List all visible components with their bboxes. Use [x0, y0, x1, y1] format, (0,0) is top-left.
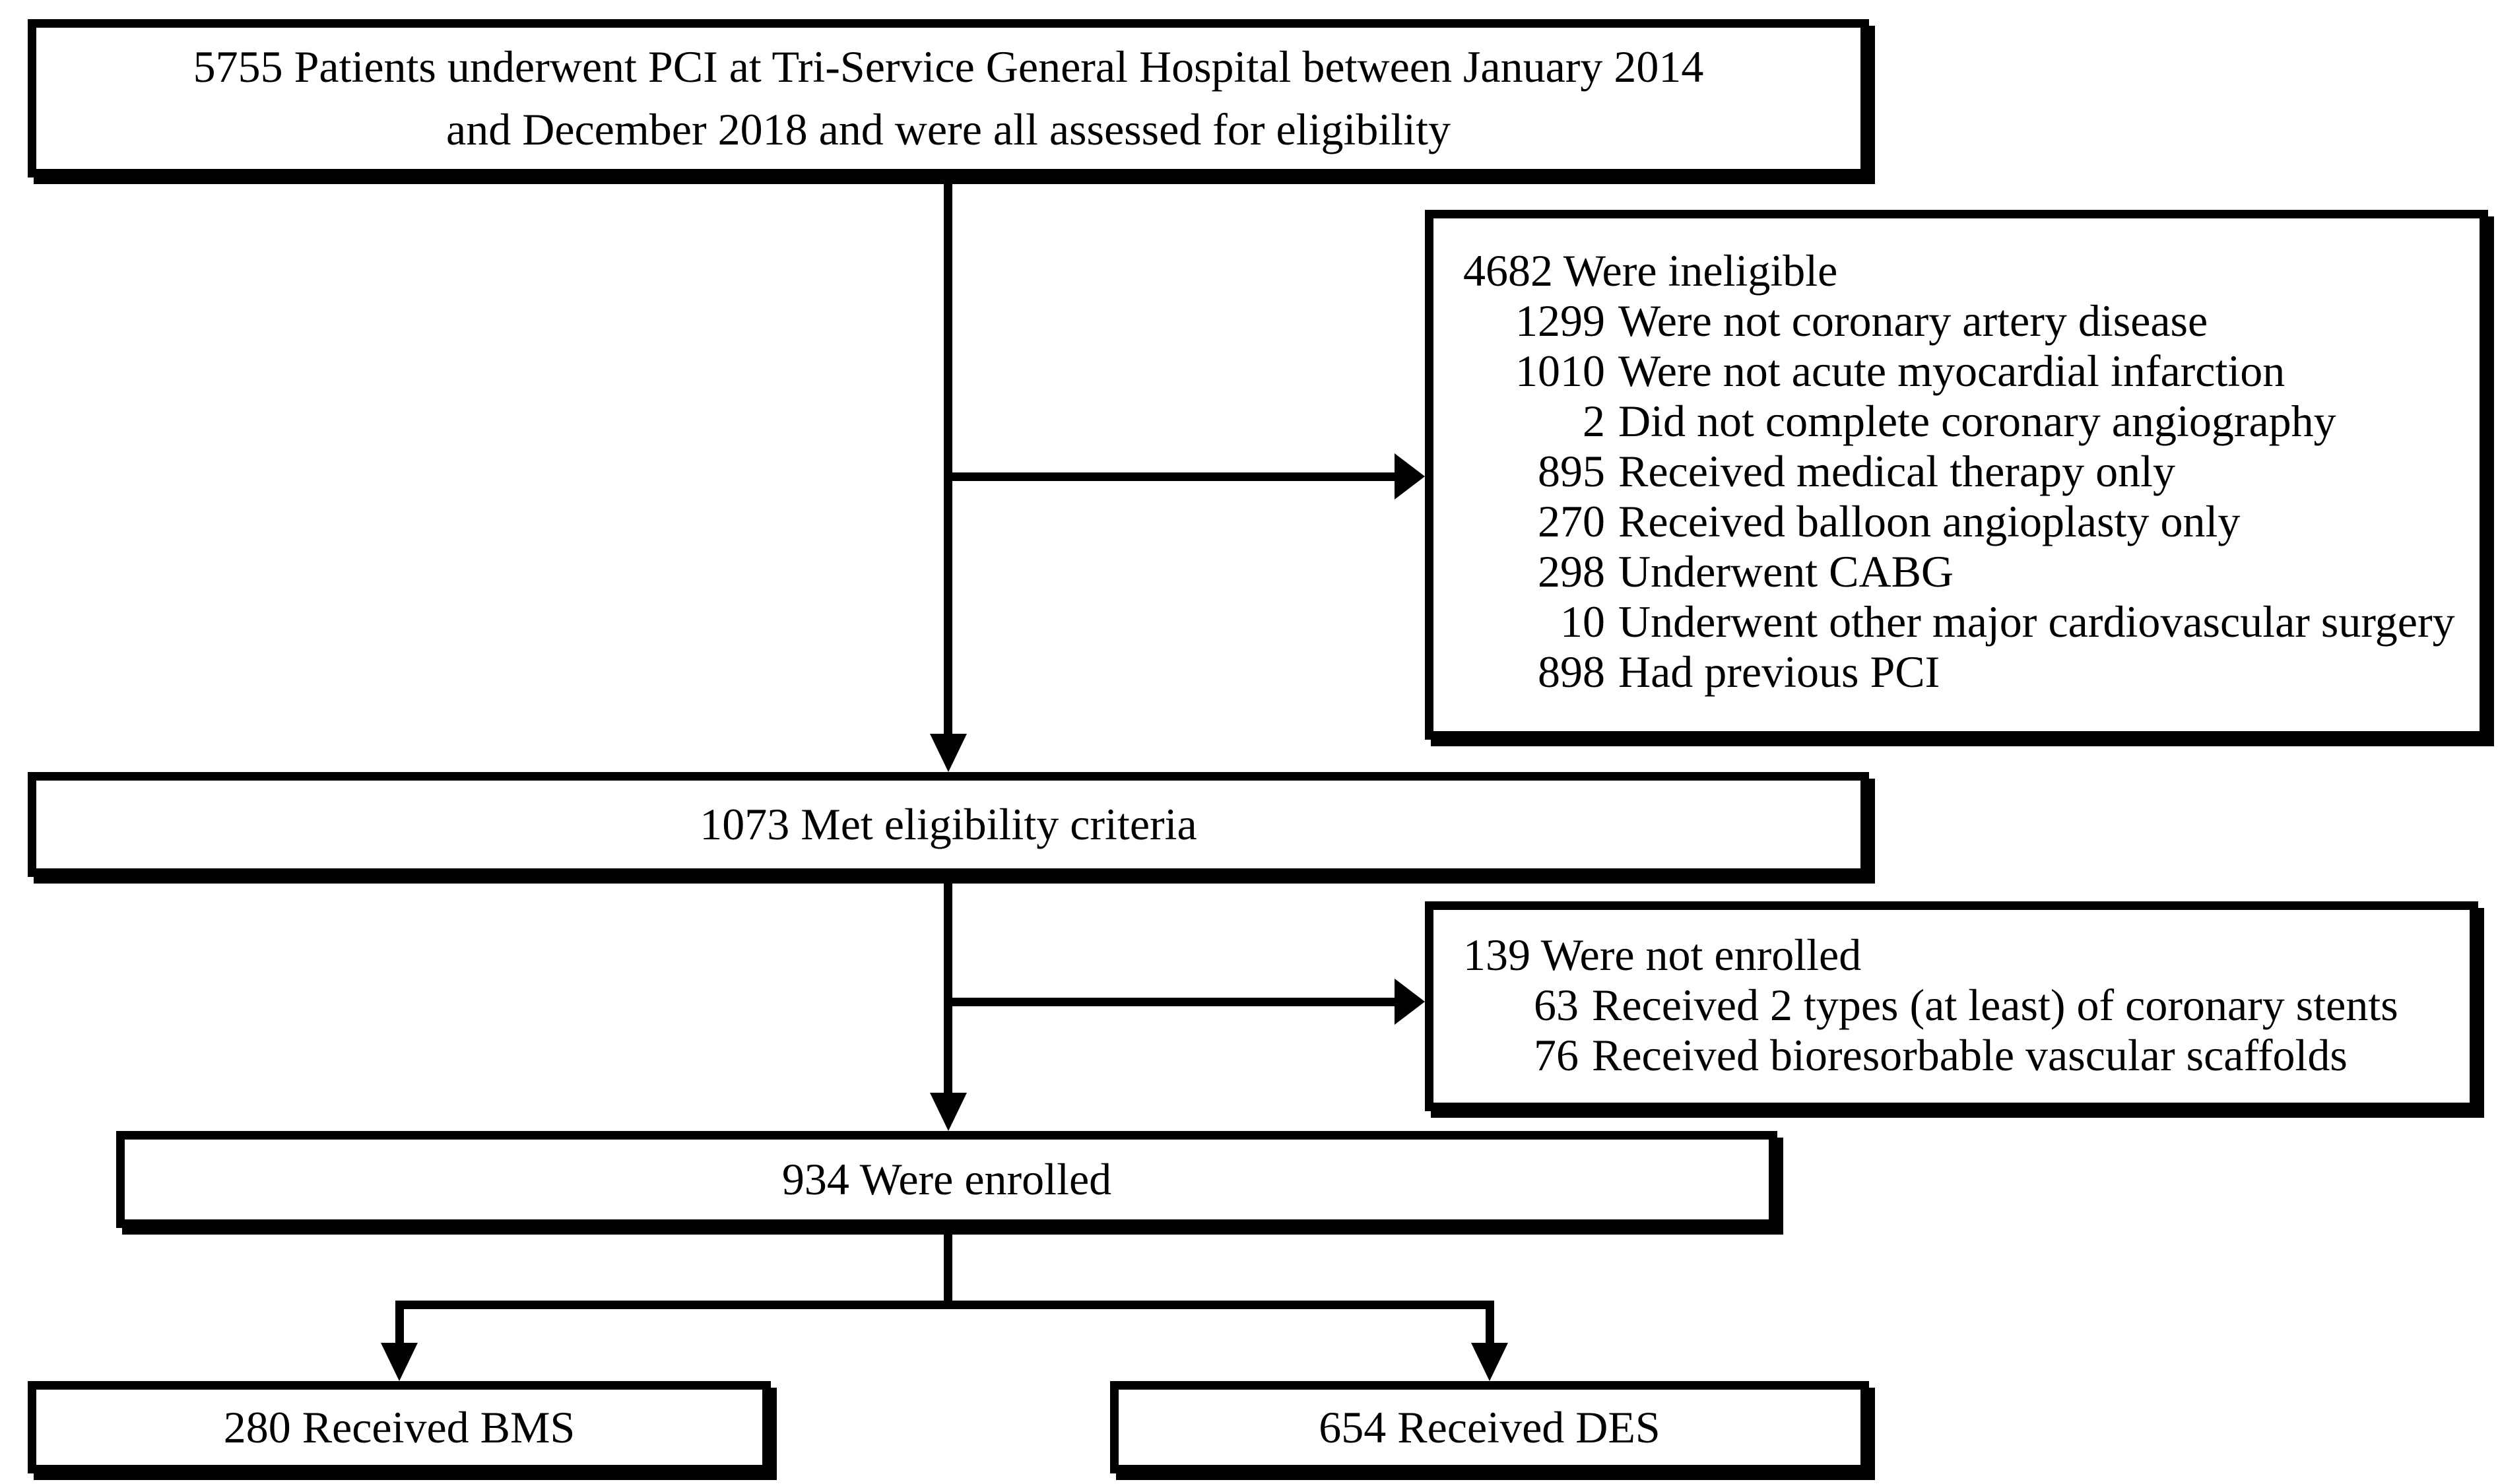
enrolled-label: 934 Were enrolled — [781, 1154, 1112, 1204]
ineligible-item-count: 1010 — [1515, 346, 1605, 396]
not-enrolled-item-label: Received 2 types (at least) of coronary … — [1592, 980, 2398, 1030]
eligible-label: 1073 Met eligibility criteria — [700, 799, 1197, 849]
ineligible-item-count: 298 — [1538, 546, 1605, 597]
assessed-line-1: 5755 Patients underwent PCI at Tri-Servi… — [193, 42, 1704, 92]
connector-eligible-to-enrolled — [944, 877, 952, 1095]
not-enrolled-item-count: 63 — [1534, 980, 1579, 1030]
ineligible-item-count: 270 — [1538, 496, 1605, 546]
arrowhead-into-des-box — [1471, 1343, 1508, 1381]
box-assessed-text: 5755 Patients underwent PCI at Tri-Servi… — [36, 36, 1860, 161]
arrowhead-into-bms-box — [381, 1343, 418, 1381]
not-enrolled-item-count: 76 — [1534, 1030, 1579, 1080]
connector-branch-right-drop — [1486, 1301, 1494, 1347]
ineligible-item-label: Received balloon angioplasty only — [1618, 496, 2241, 546]
box-ineligible: 4682 Were ineligible 1299 Were not coron… — [1425, 210, 2488, 740]
ineligible-item: 2 Did not complete coronary angiography — [1463, 396, 2466, 446]
not-enrolled-header: 139 Were not enrolled — [1463, 930, 1862, 980]
arrowhead-into-ineligible-box — [1395, 453, 1425, 500]
ineligible-item-count: 2 — [1583, 396, 1605, 446]
arrowhead-into-not-enrolled-box — [1395, 979, 1425, 1025]
arrowhead-into-enrolled-box — [930, 1093, 967, 1131]
ineligible-item-count: 10 — [1560, 597, 1605, 647]
not-enrolled-item-label: Received bioresorbable vascular scaffold… — [1592, 1030, 2348, 1080]
ineligible-item-label: Underwent other major cardiovascular sur… — [1618, 597, 2455, 647]
box-received-des: 654 Received DES — [1110, 1381, 1869, 1473]
connector-branch-bar — [395, 1301, 1494, 1309]
connector-enrolled-stub — [944, 1228, 952, 1302]
bms-label: 280 Received BMS — [223, 1402, 575, 1452]
ineligible-item-count: 1299 — [1515, 296, 1605, 346]
connector-assessed-to-eligible — [944, 177, 952, 738]
ineligible-item-label: Underwent CABG — [1618, 546, 1954, 597]
ineligible-item-count: 898 — [1538, 647, 1605, 697]
ineligible-item-label: Were not coronary artery disease — [1618, 296, 2208, 346]
connector-to-not-enrolled — [948, 998, 1397, 1006]
not-enrolled-item: 76 Received bioresorbable vascular scaff… — [1463, 1030, 2456, 1080]
not-enrolled-item: 63 Received 2 types (at least) of corona… — [1463, 980, 2456, 1030]
assessed-line-2: and December 2018 and were all assessed … — [446, 104, 1451, 154]
ineligible-item: 10 Underwent other major cardiovascular … — [1463, 597, 2466, 647]
box-not-enrolled: 139 Were not enrolled 63 Received 2 type… — [1425, 901, 2478, 1111]
box-met-eligibility-criteria: 1073 Met eligibility criteria — [28, 772, 1869, 877]
ineligible-item-label: Did not complete coronary angiography — [1618, 396, 2336, 446]
ineligible-item: 895 Received medical therapy only — [1463, 446, 2466, 496]
ineligible-header: 4682 Were ineligible — [1463, 245, 1838, 296]
ineligible-item-label: Were not acute myocardial infarction — [1618, 346, 2285, 396]
ineligible-item-count: 895 — [1538, 446, 1605, 496]
ineligible-item-label: Received medical therapy only — [1618, 446, 2175, 496]
arrowhead-into-eligible-box — [930, 734, 967, 772]
ineligible-item-label: Had previous PCI — [1618, 647, 1940, 697]
ineligible-item: 1010 Were not acute myocardial infarctio… — [1463, 346, 2466, 396]
ineligible-item: 1299 Were not coronary artery disease — [1463, 296, 2466, 346]
box-assessed-for-eligibility: 5755 Patients underwent PCI at Tri-Servi… — [28, 19, 1869, 177]
des-label: 654 Received DES — [1319, 1402, 1660, 1452]
box-enrolled: 934 Were enrolled — [116, 1131, 1777, 1228]
connector-branch-left-drop — [395, 1301, 404, 1347]
box-received-bms: 280 Received BMS — [28, 1381, 771, 1473]
ineligible-item: 298 Underwent CABG — [1463, 546, 2466, 597]
ineligible-item: 898 Had previous PCI — [1463, 647, 2466, 697]
ineligible-item: 270 Received balloon angioplasty only — [1463, 496, 2466, 546]
connector-to-ineligible — [948, 472, 1397, 481]
